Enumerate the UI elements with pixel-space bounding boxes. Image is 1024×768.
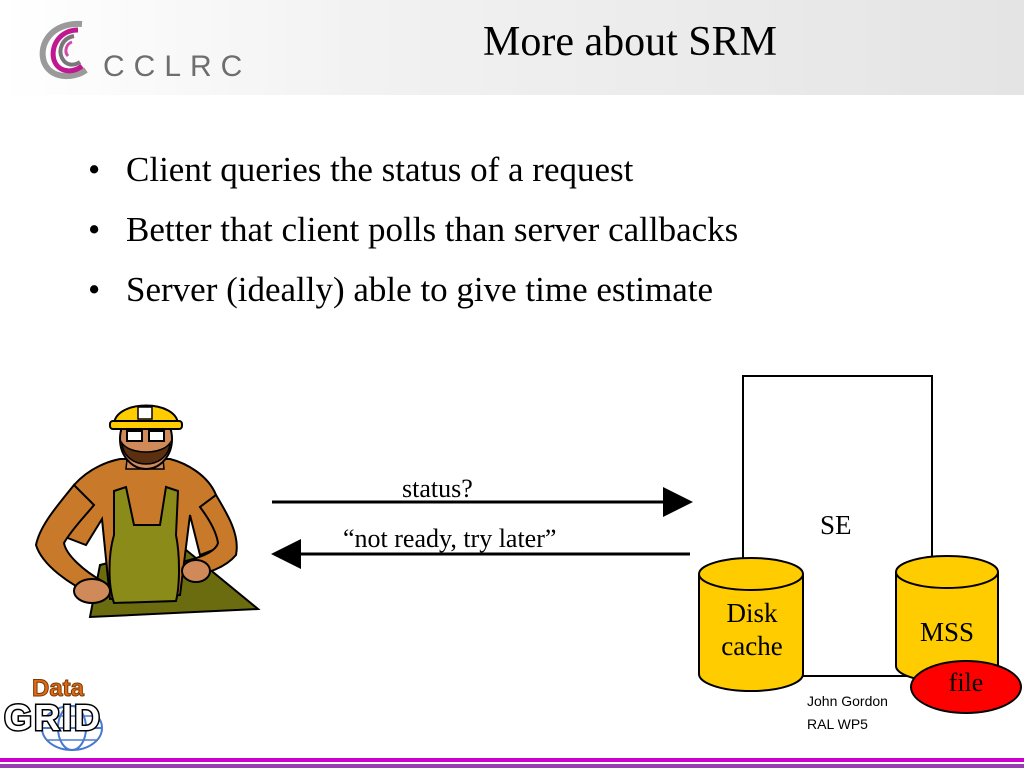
cclrc-logo-icon	[39, 20, 88, 80]
slide-title: More about SRM	[483, 19, 777, 65]
disk-cache-label-line2: cache	[721, 631, 783, 661]
group-name: RAL WP5	[807, 716, 868, 732]
bullet-list: •Client queries the status of a request …	[88, 140, 738, 320]
bullet-item: • Server (ideally) able to give time esti…	[88, 260, 738, 320]
disk-cache-cylinder	[698, 557, 804, 692]
footer-info: John Gordon RAL WP5	[807, 690, 888, 736]
mss-cylinder	[895, 555, 999, 683]
bottom-accent-bar	[0, 758, 1024, 762]
bullet-dot: •	[88, 270, 101, 309]
response-label: “not ready, try later”	[343, 524, 557, 553]
bullet-dot: •	[88, 210, 101, 249]
author-name: John Gordon	[807, 693, 888, 709]
bullet-text: Client queries the status of a request	[126, 150, 634, 189]
mss-label: MSS	[919, 617, 975, 647]
datagrid-logo-bottom-text: GRID	[4, 697, 102, 738]
file-label: file	[948, 668, 984, 697]
request-label: status?	[402, 474, 473, 503]
bullet-text: Better that client polls than server cal…	[126, 210, 739, 249]
disk-cache-label-line1: Disk	[726, 598, 778, 628]
se-label: SE	[820, 510, 852, 540]
datagrid-logo-top-text: Data	[32, 675, 85, 702]
bullet-dot: •	[88, 150, 101, 189]
disk-cache-label: Disk cache	[700, 597, 804, 663]
datagrid-logo-icon: Data GRID	[3, 675, 103, 751]
worker-clipart-icon	[34, 404, 261, 619]
cclrc-logo-text: CCLRC	[103, 50, 252, 83]
bottom-accent-bar-2	[0, 764, 1024, 768]
bullet-item: • Better that client polls than server ca…	[88, 200, 738, 260]
bullet-item: • Client queries the status of a request	[88, 140, 738, 200]
slide-header	[0, 0, 1024, 95]
file-oval	[910, 660, 1022, 714]
bullet-text: Server (ideally) able to give time estim…	[126, 270, 714, 309]
